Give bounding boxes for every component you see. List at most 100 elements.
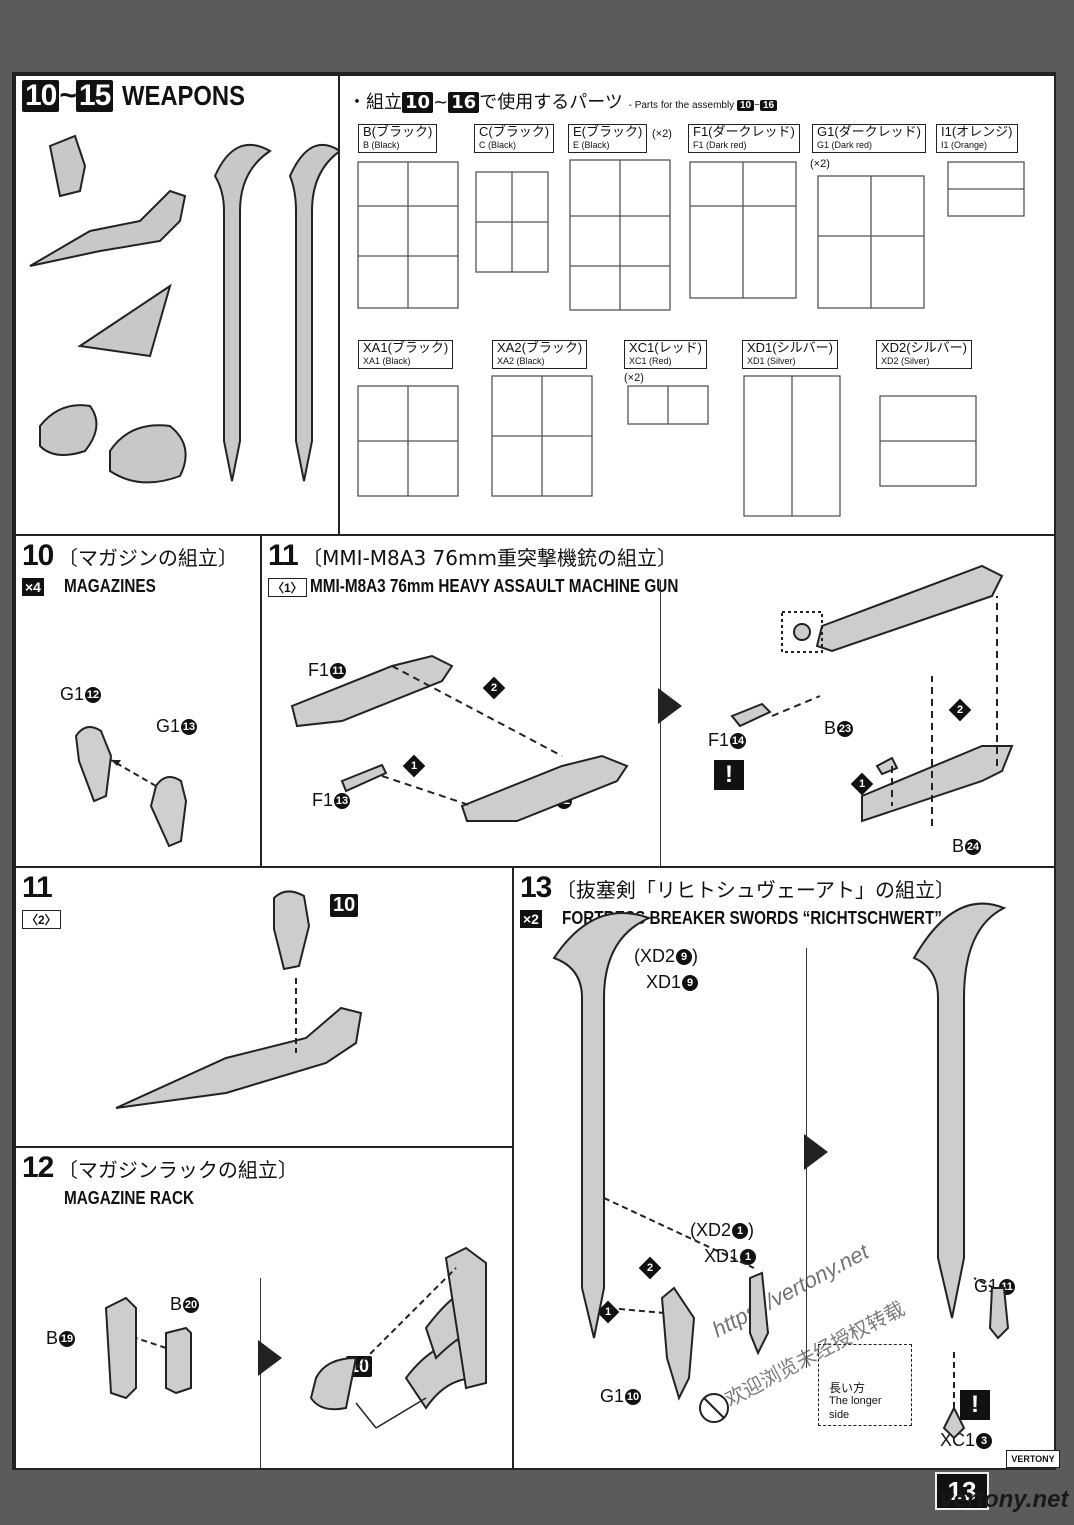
step11-2-number: 11 bbox=[22, 871, 53, 904]
step12-jp-title: 〔マガジンラックの組立〕 bbox=[57, 1158, 298, 1182]
caution-icon: ! bbox=[714, 760, 744, 790]
step12-diagram bbox=[104, 1246, 487, 1429]
longer-side-en1: The longer bbox=[829, 1395, 882, 1407]
step10-en-title: MAGAZINES bbox=[64, 576, 156, 596]
detail-box bbox=[781, 611, 823, 653]
magazine-half-a bbox=[74, 726, 113, 803]
runner-label-xd2: XD2(シルバー)XD2 (Silver) bbox=[876, 340, 972, 369]
step11-1-jp-title: 〔MMI-M8A3 76mm重突撃機銃の組立〕 bbox=[302, 546, 677, 570]
runner-label-xd1: XD1(シルバー)XD1 (Silver) bbox=[742, 340, 838, 369]
step11-1-diagram bbox=[290, 564, 1014, 826]
step13-panel: 13 〔抜塞剣「リヒトシュヴェーアト」の組立〕 ×2 FORTRESS BREA… bbox=[512, 866, 1056, 1470]
step11-1-sub: 〈1〉 bbox=[268, 578, 307, 597]
sword-part-xc1-3 bbox=[942, 1405, 966, 1440]
step-range-end: 15 bbox=[75, 80, 114, 112]
magazine bbox=[273, 890, 311, 971]
rack-assembly-3 bbox=[444, 1246, 487, 1390]
runner-label-xc1: XC1(レッド)XC1 (Red) bbox=[624, 340, 707, 369]
barrel-half-b bbox=[460, 754, 629, 822]
step11-1-en-title: MMI-M8A3 76mm HEAVY ASSAULT MACHINE GUN bbox=[310, 576, 679, 596]
step11-1-panel: 11 〔MMI-M8A3 76mm重突撃機銃の組立〕 〈1〉 MMI-M8A3 … bbox=[260, 534, 1056, 868]
runner-label-i1: I1(オレンジ)I1 (Orange) bbox=[936, 124, 1018, 153]
step13-mult: ×2 bbox=[520, 910, 542, 929]
step12-en-title: MAGAZINE RACK bbox=[64, 1188, 195, 1208]
step13-en-title: FORTRESS BREAKER SWORDS “RICHTSCHWERT” bbox=[562, 908, 942, 928]
longer-side-jp: 長い方 bbox=[829, 1381, 866, 1395]
parts-range-a: 10 bbox=[402, 92, 434, 113]
step11-1-number: 11 bbox=[268, 539, 299, 572]
step11-2-diagram bbox=[115, 890, 363, 1109]
next-arrow-icon bbox=[658, 688, 682, 724]
watermark-badge: VERTONY bbox=[1006, 1450, 1060, 1468]
runner-label-b: B(ブラック)B (Black) bbox=[358, 124, 438, 153]
step11-2-panel: 11 〈2〉 10 bbox=[14, 866, 514, 1148]
parts-jp-prefix: ・組立 bbox=[348, 92, 402, 113]
runner-mult-xc1: (×2) bbox=[624, 372, 644, 384]
step10-diagram bbox=[74, 726, 188, 848]
step13-caution-icon: ! bbox=[960, 1390, 990, 1420]
longer-side-en2: side bbox=[829, 1409, 850, 1421]
parts-range-sep: ~ bbox=[433, 92, 449, 113]
step11-2-heading: 11 bbox=[22, 871, 53, 904]
step13-next-arrow-icon bbox=[804, 1134, 828, 1170]
runner-label-g1: G1(ダークレッド)G1 (Dark red) bbox=[812, 124, 927, 153]
step13-diagram bbox=[552, 902, 1010, 1440]
weapons-overview-panel: 10~15 WEAPONS bbox=[14, 74, 342, 536]
small-part-f1-13 bbox=[340, 763, 388, 793]
runner-label-e: E(ブラック)E (Black) bbox=[568, 124, 648, 153]
step10-mult: ×4 bbox=[22, 578, 44, 597]
step12-heading: 12 〔マガジンラックの組立〕 bbox=[22, 1152, 298, 1184]
magazine-half-b bbox=[149, 776, 188, 848]
step13-heading: 13 〔抜塞剣「リヒトシュヴェーアト」の組立〕 bbox=[520, 872, 955, 904]
step12-next-arrow-icon bbox=[258, 1340, 282, 1376]
step10-number: 10 bbox=[22, 539, 54, 572]
parts-jp-suffix: で使用するパーツ bbox=[479, 92, 623, 113]
step-range-sep: ~ bbox=[59, 79, 77, 112]
runner-sprues bbox=[357, 159, 1025, 517]
runner-mult-g1: (×2) bbox=[810, 158, 830, 170]
sword-hilt-g1-10 bbox=[660, 1286, 696, 1401]
rack-b19 bbox=[104, 1296, 137, 1400]
step12-number: 12 bbox=[22, 1151, 54, 1184]
step13-number: 13 bbox=[520, 871, 552, 904]
rack-b20 bbox=[165, 1326, 192, 1395]
part-b23 bbox=[875, 756, 899, 776]
longer-side-callout: 長い方 The longer side bbox=[818, 1344, 912, 1426]
barrel-half-a bbox=[290, 654, 454, 728]
weapons-title: WEAPONS bbox=[121, 80, 245, 111]
runner-label-xa2: XA2(ブラック)XA2 (Black) bbox=[492, 340, 588, 369]
step11-1-heading: 11 〔MMI-M8A3 76mm重突撃機銃の組立〕 bbox=[268, 540, 677, 572]
sword-blade-left bbox=[552, 912, 652, 1339]
step13-jp-title: 〔抜塞剣「リヒトシュヴェーアト」の組立〕 bbox=[555, 878, 956, 902]
upper-receiver bbox=[815, 564, 1004, 653]
magazine-loose bbox=[309, 1356, 358, 1411]
parts-range-b: 16 bbox=[448, 92, 480, 113]
runner-label-c: C(ブラック)C (Black) bbox=[474, 124, 555, 153]
step10-heading: 10 〔マガジンの組立〕 bbox=[22, 540, 238, 572]
muzzle-part bbox=[730, 702, 772, 728]
runner-mult-e: (×2) bbox=[652, 128, 672, 140]
sword-part-g1-11 bbox=[988, 1287, 1010, 1340]
machine-gun bbox=[115, 1006, 363, 1109]
sword-blade-right bbox=[912, 902, 1007, 1319]
step11-2-ref: 10 bbox=[330, 894, 359, 917]
runner-label-xa1: XA1(ブラック)XA1 (Black) bbox=[358, 340, 454, 369]
runner-label-f1: F1(ダークレッド)F1 (Dark red) bbox=[688, 124, 800, 153]
page-number: 13 bbox=[935, 1472, 989, 1510]
